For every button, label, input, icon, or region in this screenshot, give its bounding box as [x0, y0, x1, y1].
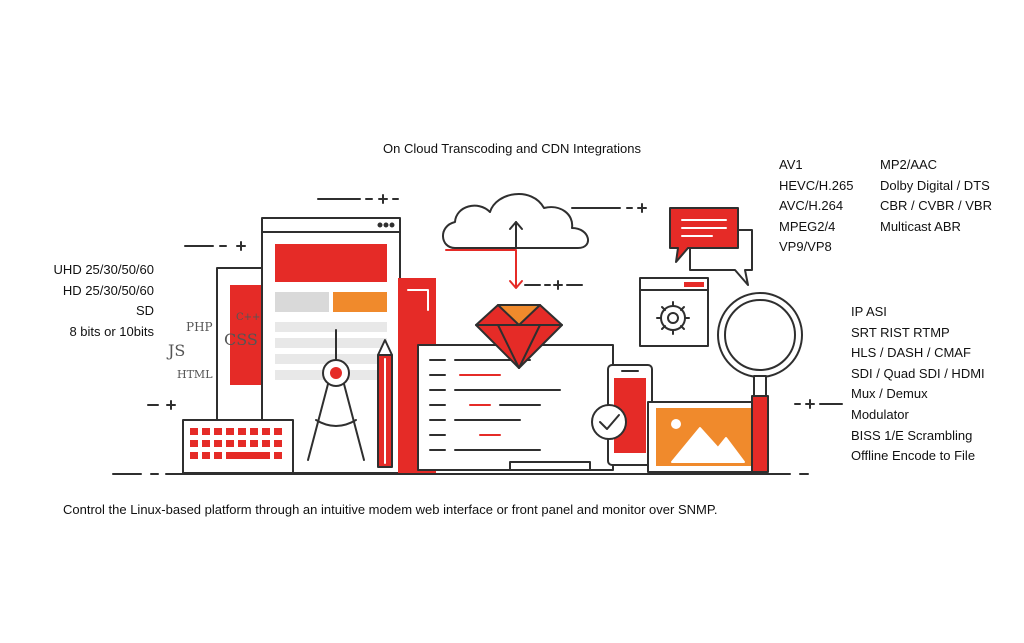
- image-icon: [647, 401, 761, 473]
- compass-icon: [307, 329, 365, 461]
- io-item: SRT RIST RTMP: [851, 324, 950, 340]
- code-labels: PHP JS CSS C++ HTML: [166, 312, 260, 381]
- diagram-title: On Cloud Transcoding and CDN Integration…: [383, 141, 641, 156]
- codec-item: AV1: [779, 157, 803, 172]
- io-item: IP ASI: [851, 304, 887, 319]
- audio-item: Dolby Digital / DTS: [880, 177, 990, 193]
- codec-item: AVC/H.264: [779, 198, 844, 214]
- pencil-icon: [377, 339, 393, 468]
- io-item: Offline Encode to File: [851, 448, 976, 464]
- io-item: HLS / DASH / CMAF: [851, 345, 971, 361]
- io-item: BISS 1/E Scrambling: [851, 427, 973, 443]
- html-label: HTML: [177, 368, 213, 381]
- audio-item: Multicast ABR: [880, 218, 961, 234]
- php-label: PHP: [186, 320, 213, 334]
- codec-item: MPEG2/4: [779, 218, 836, 234]
- video-codecs-list: AV1 HEVC/H.265 AVC/H.264 MPEG2/4 VP9/VP8: [779, 155, 853, 258]
- cpp-label: C++: [236, 312, 260, 323]
- io-item: SDI / Quad SDI / HDMI: [851, 365, 985, 381]
- cloud-connector: [445, 249, 517, 288]
- footer-caption: Control the Linux-based platform through…: [63, 502, 718, 517]
- chat-bubbles-icon: [669, 207, 753, 286]
- codec-item: HEVC/H.265: [779, 177, 854, 193]
- io-item: Modulator: [851, 406, 909, 422]
- monitor: [417, 344, 614, 471]
- resolution-item: SD: [135, 303, 154, 319]
- settings-window: [639, 277, 709, 347]
- resolution-item: 8 bits or 10bits: [69, 323, 154, 339]
- io-item: Mux / Demux: [851, 386, 928, 402]
- browser-window: [261, 217, 401, 474]
- gear-icon: [656, 301, 690, 335]
- audio-item: MP2/AAC: [880, 157, 938, 172]
- magnifier-icon: [717, 292, 803, 473]
- checkmark-icon: [591, 404, 627, 440]
- keyboard-icon: [182, 419, 294, 474]
- js-label: JS: [166, 341, 185, 360]
- audio-rate-list: MP2/AAC Dolby Digital / DTS CBR / CVBR /…: [880, 155, 992, 237]
- io-features-list: IP ASI SRT RIST RTMP HLS / DASH / CMAF S…: [851, 302, 985, 467]
- css-label: CSS: [224, 330, 258, 349]
- resolutions-list: UHD 25/30/50/60 HD 25/30/50/60 SD 8 bits…: [54, 260, 154, 342]
- resolution-item: HD 25/30/50/60: [62, 282, 154, 298]
- cloud-icon: [442, 193, 589, 249]
- ruby-gem-icon: [475, 304, 563, 369]
- resolution-item: UHD 25/30/50/60: [53, 262, 154, 277]
- audio-item: CBR / CVBR / VBR: [880, 198, 992, 214]
- codec-item: VP9/VP8: [779, 239, 832, 255]
